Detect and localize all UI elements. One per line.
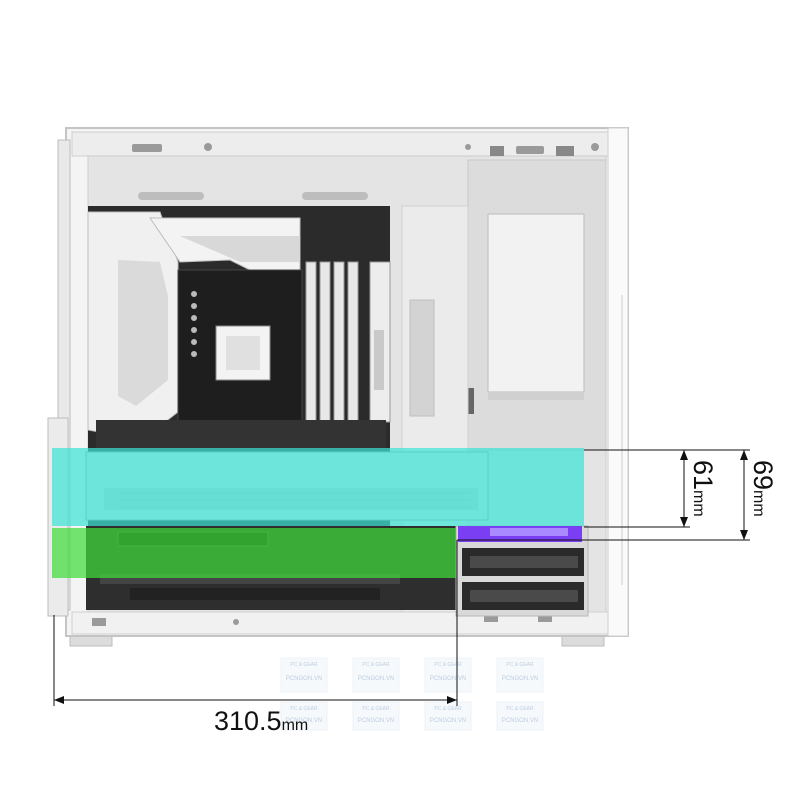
dim-61-unit: mm bbox=[690, 490, 707, 517]
dim-69-unit: mm bbox=[750, 490, 767, 517]
dim-length-unit: mm bbox=[282, 717, 309, 734]
top-hole bbox=[556, 146, 574, 156]
svg-text:PCNGON.VN: PCNGON.VN bbox=[358, 676, 394, 682]
watermark-tile: PC & GEAR PCNGON.VN bbox=[280, 657, 328, 693]
cutout bbox=[138, 192, 204, 200]
watermarks: PC & GEAR PCNGON.VN PC & GEAR PCNGON.VN … bbox=[280, 657, 544, 731]
bottom-screw bbox=[233, 619, 239, 625]
dim-69-value: 69 bbox=[748, 460, 778, 490]
watermark-tile: PC & GEAR PCNGON.VN bbox=[424, 701, 472, 731]
gpu-clearance-highlight bbox=[52, 448, 584, 526]
svg-text:PC & GEAR: PC & GEAR bbox=[362, 662, 390, 668]
dim-label-69: 69mm bbox=[748, 460, 778, 517]
svg-text:PC & GEAR: PC & GEAR bbox=[506, 662, 534, 668]
svg-text:PC & GEAR: PC & GEAR bbox=[290, 662, 318, 668]
dimension-arrows bbox=[54, 450, 748, 704]
dim-label-length: 310.5mm bbox=[214, 706, 308, 736]
cutout bbox=[302, 192, 368, 200]
svg-text:PC & GEAR: PC & GEAR bbox=[362, 706, 390, 712]
watermark-tile: PC & GEAR PCNGON.VN bbox=[496, 701, 544, 731]
svg-text:PCNGON.VN: PCNGON.VN bbox=[502, 676, 538, 682]
case-bottom-rail bbox=[71, 611, 609, 635]
ram-slot bbox=[305, 261, 317, 443]
bottom-hole bbox=[92, 618, 106, 626]
svg-text:PC & GEAR: PC & GEAR bbox=[434, 706, 462, 712]
psu-unit bbox=[487, 213, 585, 393]
svg-text:PCNGON.VN: PCNGON.VN bbox=[286, 718, 322, 724]
dim-label-61: 61mm bbox=[688, 460, 718, 517]
top-screw bbox=[465, 144, 471, 150]
ram-slot bbox=[333, 261, 345, 443]
ram-slot bbox=[347, 261, 359, 443]
svg-text:PCNGON.VN: PCNGON.VN bbox=[358, 718, 394, 724]
svg-text:PC & GEAR: PC & GEAR bbox=[506, 706, 534, 712]
svg-text:PCNGON.VN: PCNGON.VN bbox=[430, 718, 466, 724]
psu-chamber bbox=[462, 159, 607, 451]
top-hole bbox=[516, 146, 544, 154]
dim-61-value: 61 bbox=[688, 460, 718, 490]
dim-length-value: 310.5 bbox=[214, 706, 282, 736]
case-side-strip bbox=[607, 127, 629, 637]
pcie-slot-highlight bbox=[52, 528, 456, 578]
top-hole bbox=[490, 146, 504, 156]
bottom-hole bbox=[538, 614, 552, 622]
watermark-tile: PC & GEAR PCNGON.VN bbox=[280, 701, 328, 731]
svg-text:PCNGON.VN: PCNGON.VN bbox=[286, 676, 322, 682]
top-screw bbox=[204, 143, 212, 151]
watermark-tile: PC & GEAR PCNGON.VN bbox=[352, 701, 400, 731]
watermark-tile: PC & GEAR PCNGON.VN bbox=[424, 657, 472, 693]
bottom-hole bbox=[484, 614, 498, 622]
watermark-tile: PC & GEAR PCNGON.VN bbox=[496, 657, 544, 693]
ram-slot bbox=[319, 261, 331, 443]
dimension-lines bbox=[53, 449, 750, 706]
top-hole bbox=[132, 144, 162, 152]
svg-text:PC & GEAR: PC & GEAR bbox=[290, 706, 318, 712]
svg-text:PCNGON.VN: PCNGON.VN bbox=[430, 676, 466, 682]
watermark-tile: PC & GEAR PCNGON.VN bbox=[352, 657, 400, 693]
svg-text:PC & GEAR: PC & GEAR bbox=[434, 662, 462, 668]
top-screw bbox=[591, 143, 599, 151]
svg-text:PCNGON.VN: PCNGON.VN bbox=[502, 718, 538, 724]
